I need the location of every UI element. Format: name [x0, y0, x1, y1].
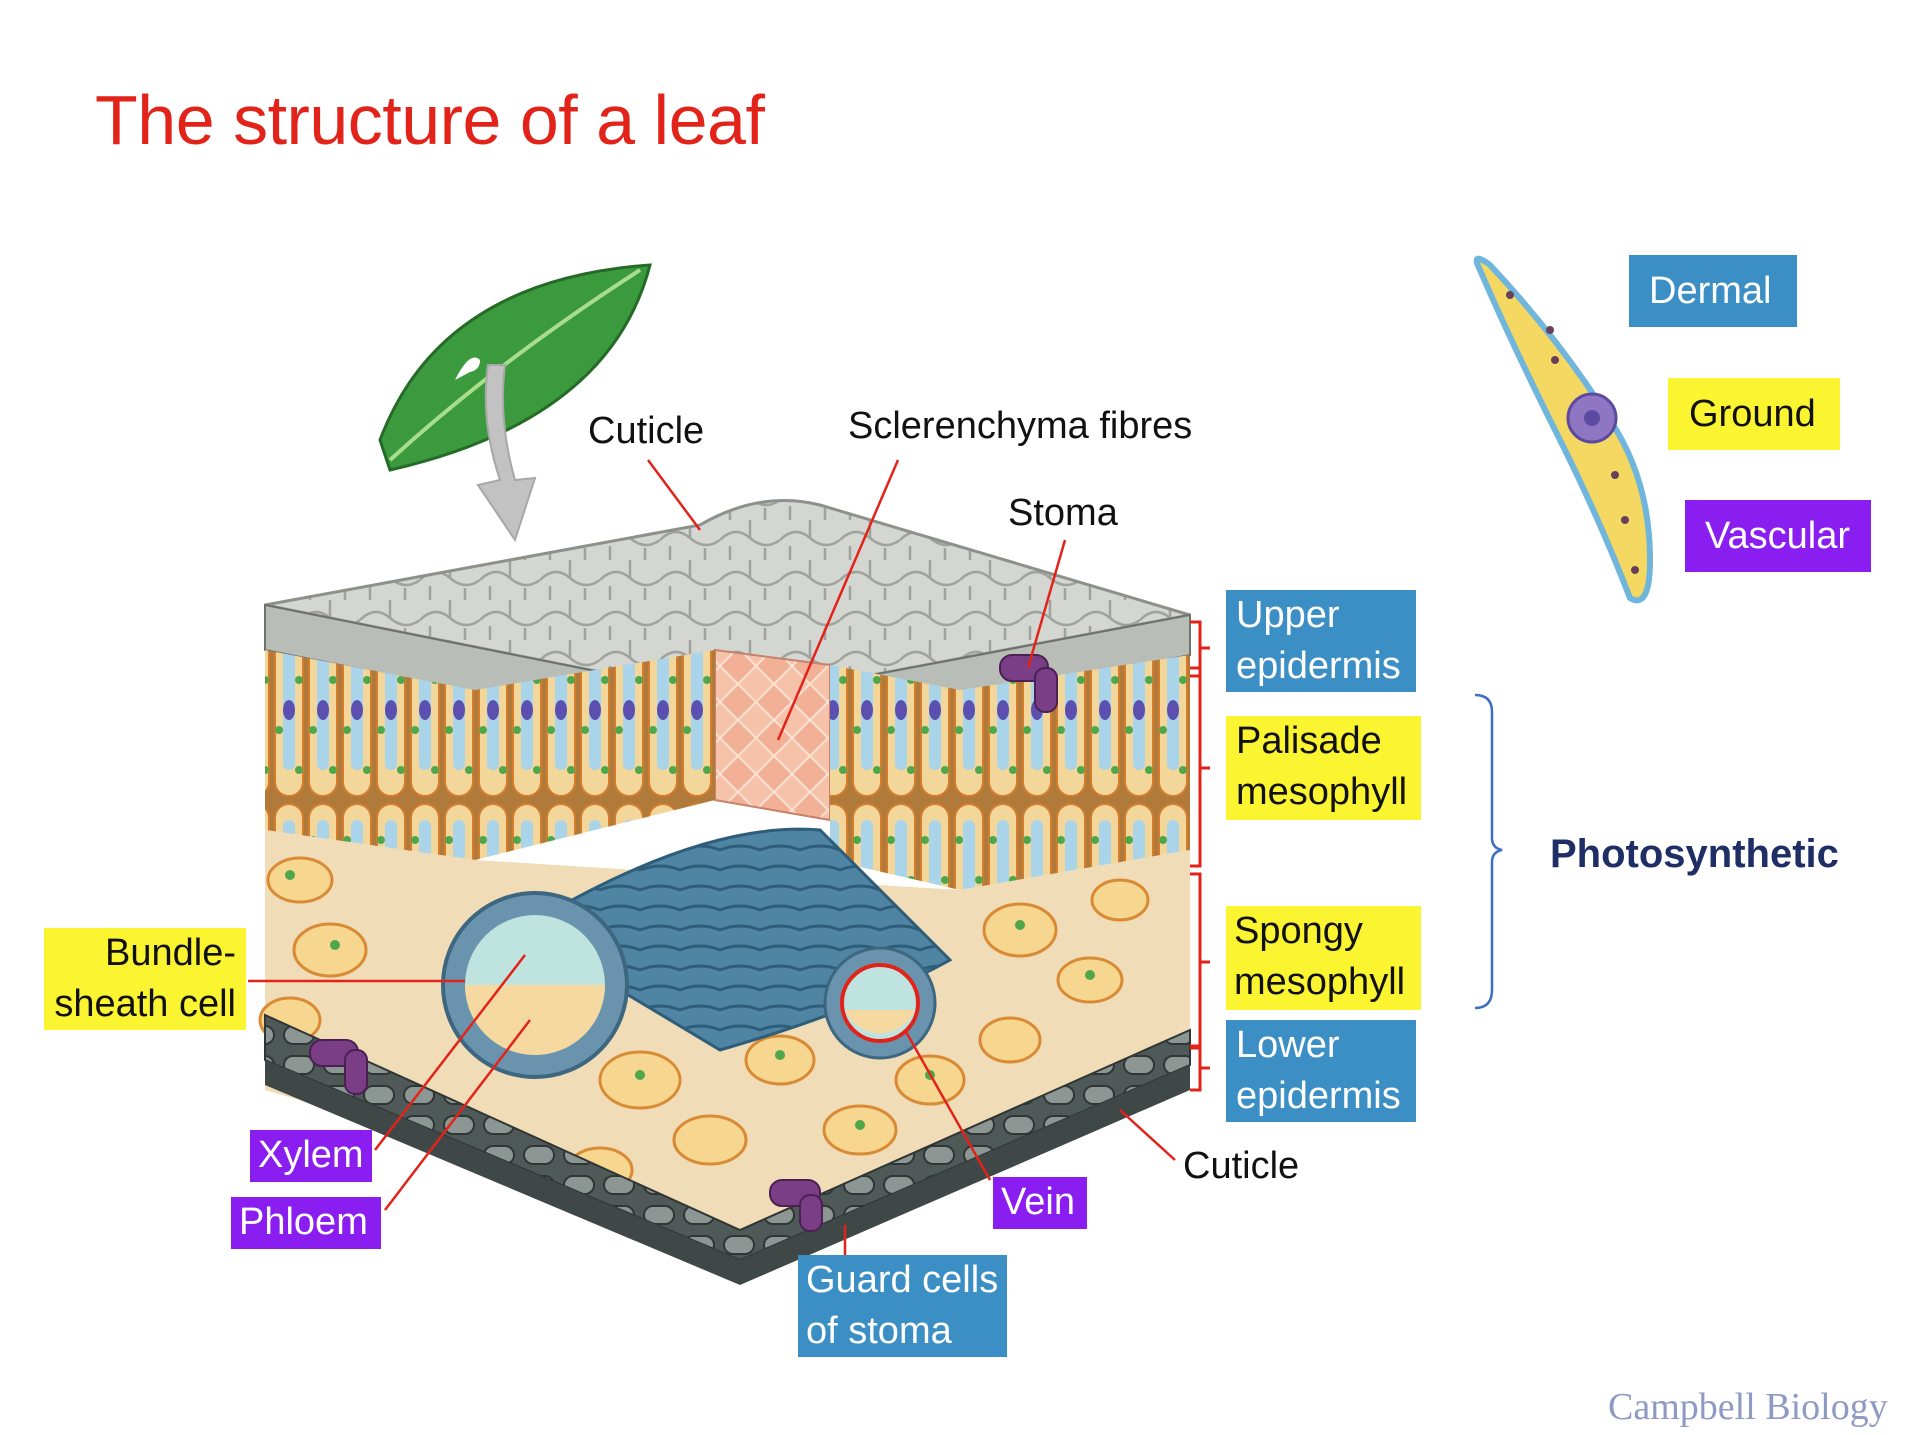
legend-vascular: Vascular	[1685, 500, 1871, 572]
upper-epidermis-line1: Upper	[1236, 594, 1340, 636]
vein-box: Vein	[993, 1177, 1087, 1229]
spongy-box: Spongy mesophyll	[1226, 906, 1421, 1010]
lower-epidermis-box: Lower epidermis	[1226, 1020, 1416, 1122]
guard-cells-line1: Guard cells	[806, 1259, 999, 1301]
bundle-sheath-box: Bundle- sheath cell	[44, 928, 246, 1030]
page-title: The structure of a leaf	[95, 81, 765, 159]
lower-epidermis-line2: epidermis	[1236, 1075, 1401, 1117]
upper-epidermis-line2: epidermis	[1236, 645, 1401, 687]
guard-cells-box: Guard cells of stoma	[798, 1255, 1007, 1357]
legend-ground: Ground	[1668, 378, 1840, 450]
palisade-box: Palisade mesophyll	[1226, 716, 1421, 820]
upper-epidermis-box: Upper epidermis	[1226, 590, 1416, 692]
legend-dermal: Dermal	[1629, 255, 1797, 327]
credit-text: Campbell Biology	[1608, 1386, 1888, 1428]
bundle-sheath-line1: Bundle-	[105, 932, 236, 974]
palisade-line1: Palisade	[1236, 720, 1382, 762]
stoma-label: Stoma	[1008, 492, 1118, 534]
photosynthetic-label: Photosynthetic	[1550, 832, 1839, 876]
bundle-sheath-line2: sheath cell	[54, 983, 236, 1025]
sclerenchyma-label: Sclerenchyma fibres	[848, 405, 1193, 447]
phloem-box: Phloem	[231, 1197, 381, 1249]
spongy-line2: mesophyll	[1234, 961, 1406, 1003]
cuticle-bottom-label: Cuticle	[1183, 1145, 1300, 1187]
lower-epidermis-line1: Lower	[1236, 1024, 1340, 1066]
cuticle-top-label: Cuticle	[588, 410, 705, 452]
spongy-line1: Spongy	[1234, 910, 1363, 952]
palisade-line2: mesophyll	[1236, 771, 1408, 813]
xylem-box: Xylem	[250, 1130, 372, 1182]
guard-cells-line2: of stoma	[806, 1310, 952, 1352]
